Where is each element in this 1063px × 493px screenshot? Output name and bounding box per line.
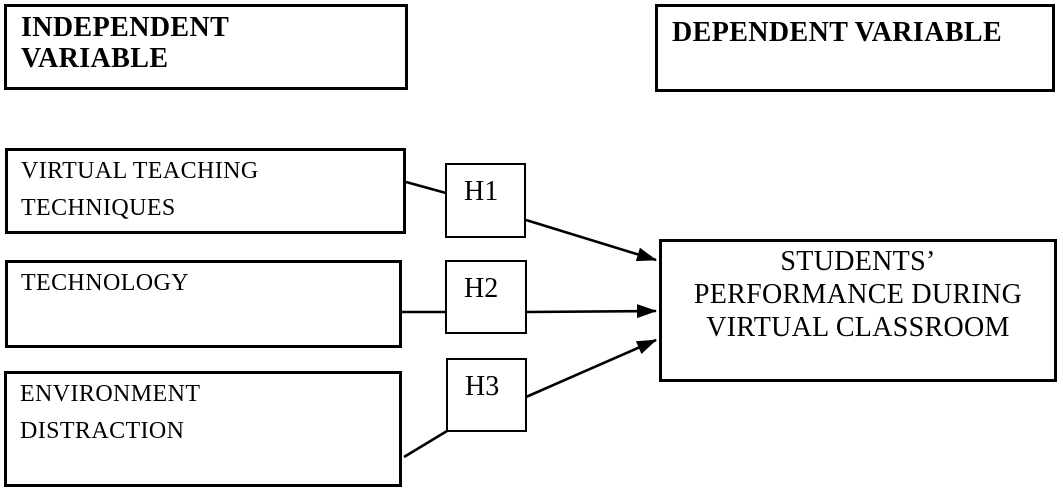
hypothesis-h2-label: H2: [464, 273, 499, 304]
iv-environment-line1: ENVIRONMENT: [20, 381, 201, 407]
dv-line2: PERFORMANCE DURING: [693, 279, 1023, 310]
connector-env-to-h3: [403, 429, 448, 459]
hypothesis-box-h2: H2: [445, 260, 527, 334]
hypothesis-box-h3: H3: [446, 358, 527, 432]
iv-virtual-teaching-line2: TECHNIQUES: [21, 195, 176, 221]
iv-box-technology: TECHNOLOGY: [5, 260, 402, 348]
independent-variable-header-line1: INDEPENDENT: [21, 12, 230, 43]
dv-box-students-performance: STUDENTS’ PERFORMANCE DURING VIRTUAL CLA…: [659, 239, 1057, 382]
dv-line3: VIRTUAL CLASSROOM: [706, 312, 1010, 343]
dependent-variable-header: DEPENDENT VARIABLE: [655, 4, 1055, 92]
iv-technology-line1: TECHNOLOGY: [21, 270, 189, 296]
connector-vtt-to-h1: [405, 180, 447, 195]
dependent-variable-header-label: DEPENDENT VARIABLE: [672, 17, 1003, 48]
hypothesis-h3-label: H3: [465, 371, 500, 402]
connector-h1-to-dv: [525, 218, 657, 262]
iv-box-virtual-teaching-techniques: VIRTUAL TEACHING TECHNIQUES: [5, 148, 406, 234]
hypothesis-box-h1: H1: [445, 163, 526, 238]
iv-box-environment-distraction: ENVIRONMENT DISTRACTION: [4, 371, 402, 487]
iv-environment-line2: DISTRACTION: [20, 418, 185, 444]
independent-variable-header-line2: VARIABLE: [21, 43, 169, 74]
connector-h2-to-dv: [526, 304, 657, 319]
independent-variable-header: INDEPENDENT VARIABLE: [4, 4, 408, 90]
connector-h3-to-dv: [525, 338, 657, 399]
dv-line1: STUDENTS’: [780, 246, 936, 277]
iv-virtual-teaching-line1: VIRTUAL TEACHING: [21, 158, 259, 184]
hypothesis-h1-label: H1: [464, 176, 499, 207]
